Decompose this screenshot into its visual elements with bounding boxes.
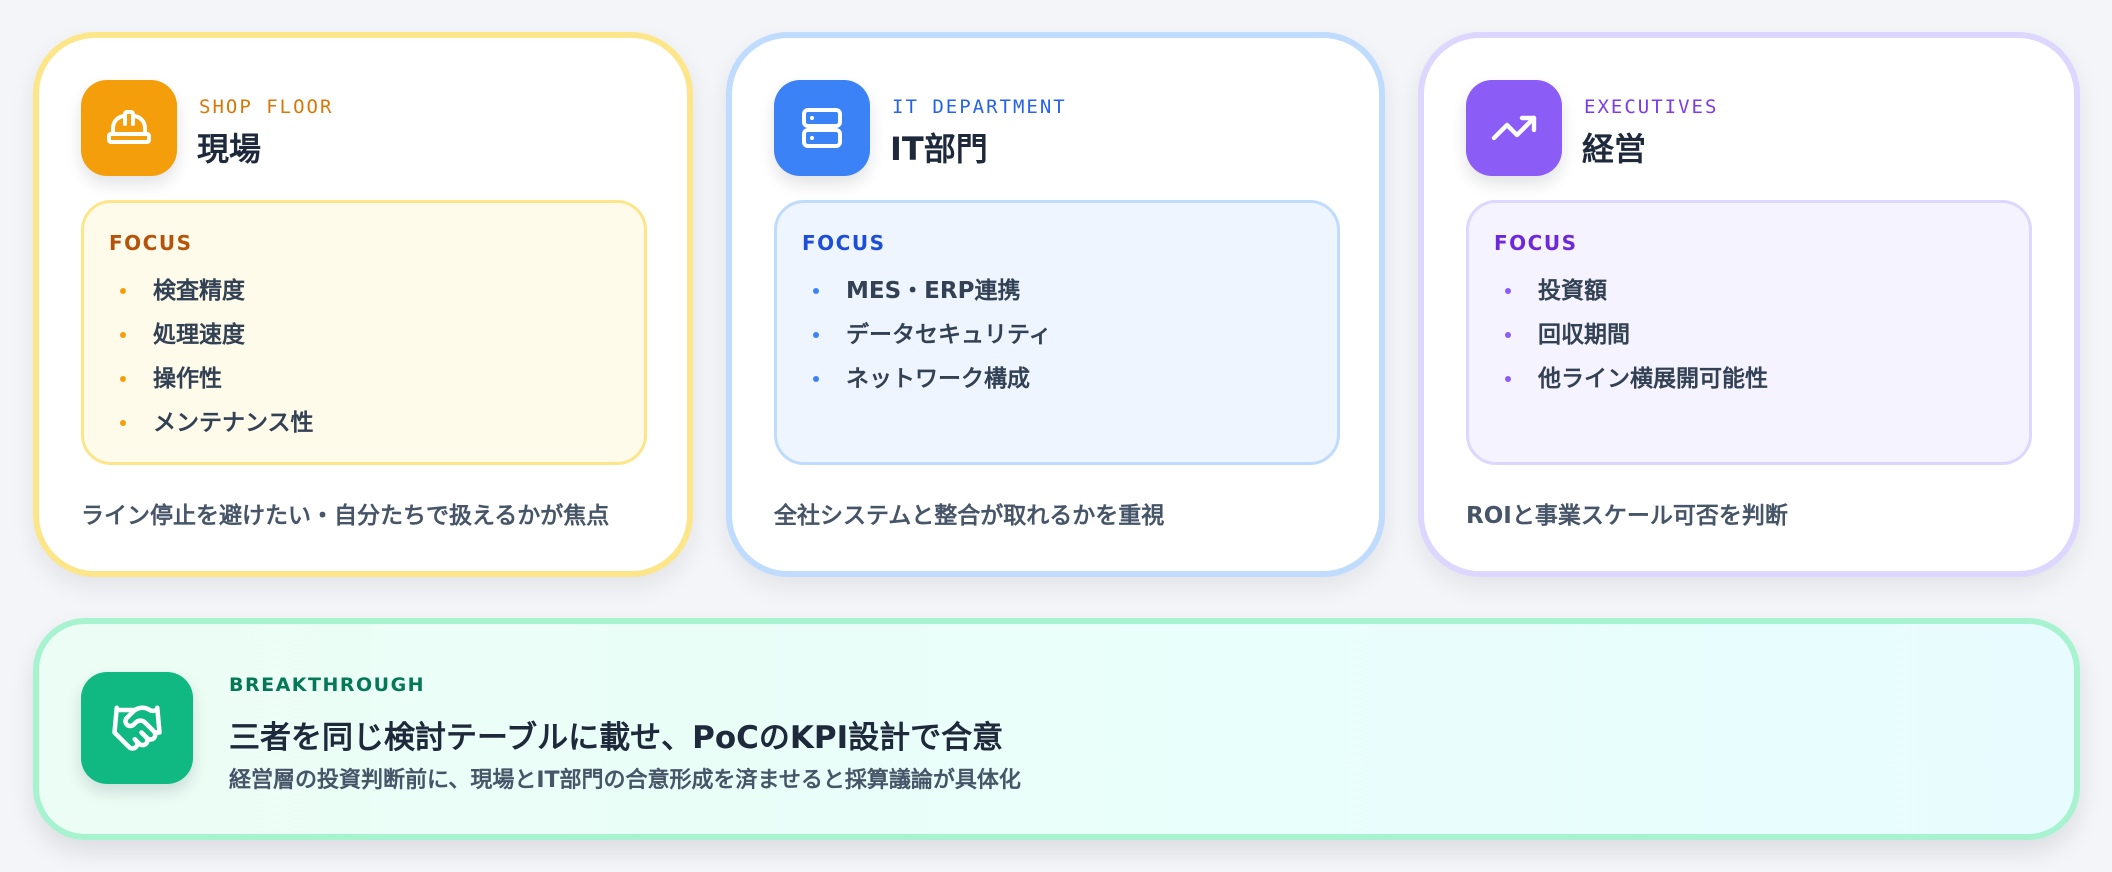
focus-item: 他ライン横展開可能性 [1494,357,2029,401]
card-eyebrow: EXECUTIVES [1584,96,1719,118]
breakthrough-eyebrow: BREAKTHROUGH [229,674,426,696]
focus-item-label: MES・ERP連携 [846,278,1021,304]
focus-box: FOCUS MES・ERP連携 データセキュリティ ネットワーク構成 [774,200,1340,465]
focus-box: FOCUS 検査精度 処理速度 操作性 メンテナンス性 [81,200,647,465]
focus-label: FOCUS [1494,231,1578,255]
bullet-icon [1505,332,1511,338]
focus-item: ネットワーク構成 [802,357,1337,401]
card-note: ROIと事業スケール可否を判断 [1466,503,1788,529]
focus-item: データセキュリティ [802,313,1337,357]
focus-list: MES・ERP連携 データセキュリティ ネットワーク構成 [802,269,1337,401]
focus-item-label: ネットワーク構成 [846,366,1030,392]
breakthrough-panel: BREAKTHROUGH 三者を同じ検討テーブルに載せ、PoCのKPI設計で合意… [33,618,2080,840]
bullet-icon [1505,376,1511,382]
focus-item: MES・ERP連携 [802,269,1337,313]
focus-item-label: 回収期間 [1538,322,1630,348]
breakthrough-title: 三者を同じ検討テーブルに載せ、PoCのKPI設計で合意 [229,720,1004,756]
card-title: 現場 [197,130,262,168]
focus-item: 操作性 [109,357,644,401]
focus-item-label: 検査精度 [153,278,245,304]
bullet-icon [1505,288,1511,294]
focus-item: 処理速度 [109,313,644,357]
card-note: ライン停止を避けたい・自分たちで扱えるかが焦点 [81,503,610,529]
focus-item-label: 他ライン横展開可能性 [1538,366,1768,392]
focus-item-label: 投資額 [1538,278,1607,304]
bullet-icon [813,288,819,294]
focus-item-label: 処理速度 [153,322,245,348]
focus-list: 検査精度 処理速度 操作性 メンテナンス性 [109,269,644,445]
card-title: 経営 [1582,130,1647,168]
card-eyebrow: SHOP FLOOR [199,96,334,118]
bullet-icon [120,420,126,426]
focus-item: 回収期間 [1494,313,2029,357]
card-note: 全社システムと整合が取れるかを重視 [774,503,1165,529]
focus-item: 検査精度 [109,269,644,313]
focus-item-label: データセキュリティ [846,322,1052,348]
bullet-icon [120,332,126,338]
focus-item: 投資額 [1494,269,2029,313]
card-eyebrow: IT DEPARTMENT [892,96,1067,118]
focus-item-label: 操作性 [153,366,222,392]
trending-up-icon [1466,80,1562,176]
it-department-card: IT DEPARTMENT IT部門 FOCUS MES・ERP連携 データセキ… [726,32,1385,577]
bullet-icon [120,376,126,382]
focus-item: メンテナンス性 [109,401,644,445]
server-icon [774,80,870,176]
bullet-icon [813,332,819,338]
breakthrough-subtitle: 経営層の投資判断前に、現場とIT部門の合意形成を済ませると採算議論が具体化 [229,768,1021,793]
bullet-icon [813,376,819,382]
shop-floor-card: SHOP FLOOR 現場 FOCUS 検査精度 処理速度 操作性 メンテナンス… [33,32,693,577]
executives-card: EXECUTIVES 経営 FOCUS 投資額 回収期間 他ライン横展開可能性 … [1418,32,2080,577]
focus-list: 投資額 回収期間 他ライン横展開可能性 [1494,269,2029,401]
handshake-icon [81,672,193,784]
card-title: IT部門 [890,130,988,168]
focus-box: FOCUS 投資額 回収期間 他ライン横展開可能性 [1466,200,2032,465]
focus-label: FOCUS [109,231,193,255]
bullet-icon [120,288,126,294]
hard-hat-icon [81,80,177,176]
focus-item-label: メンテナンス性 [153,410,314,436]
focus-label: FOCUS [802,231,886,255]
